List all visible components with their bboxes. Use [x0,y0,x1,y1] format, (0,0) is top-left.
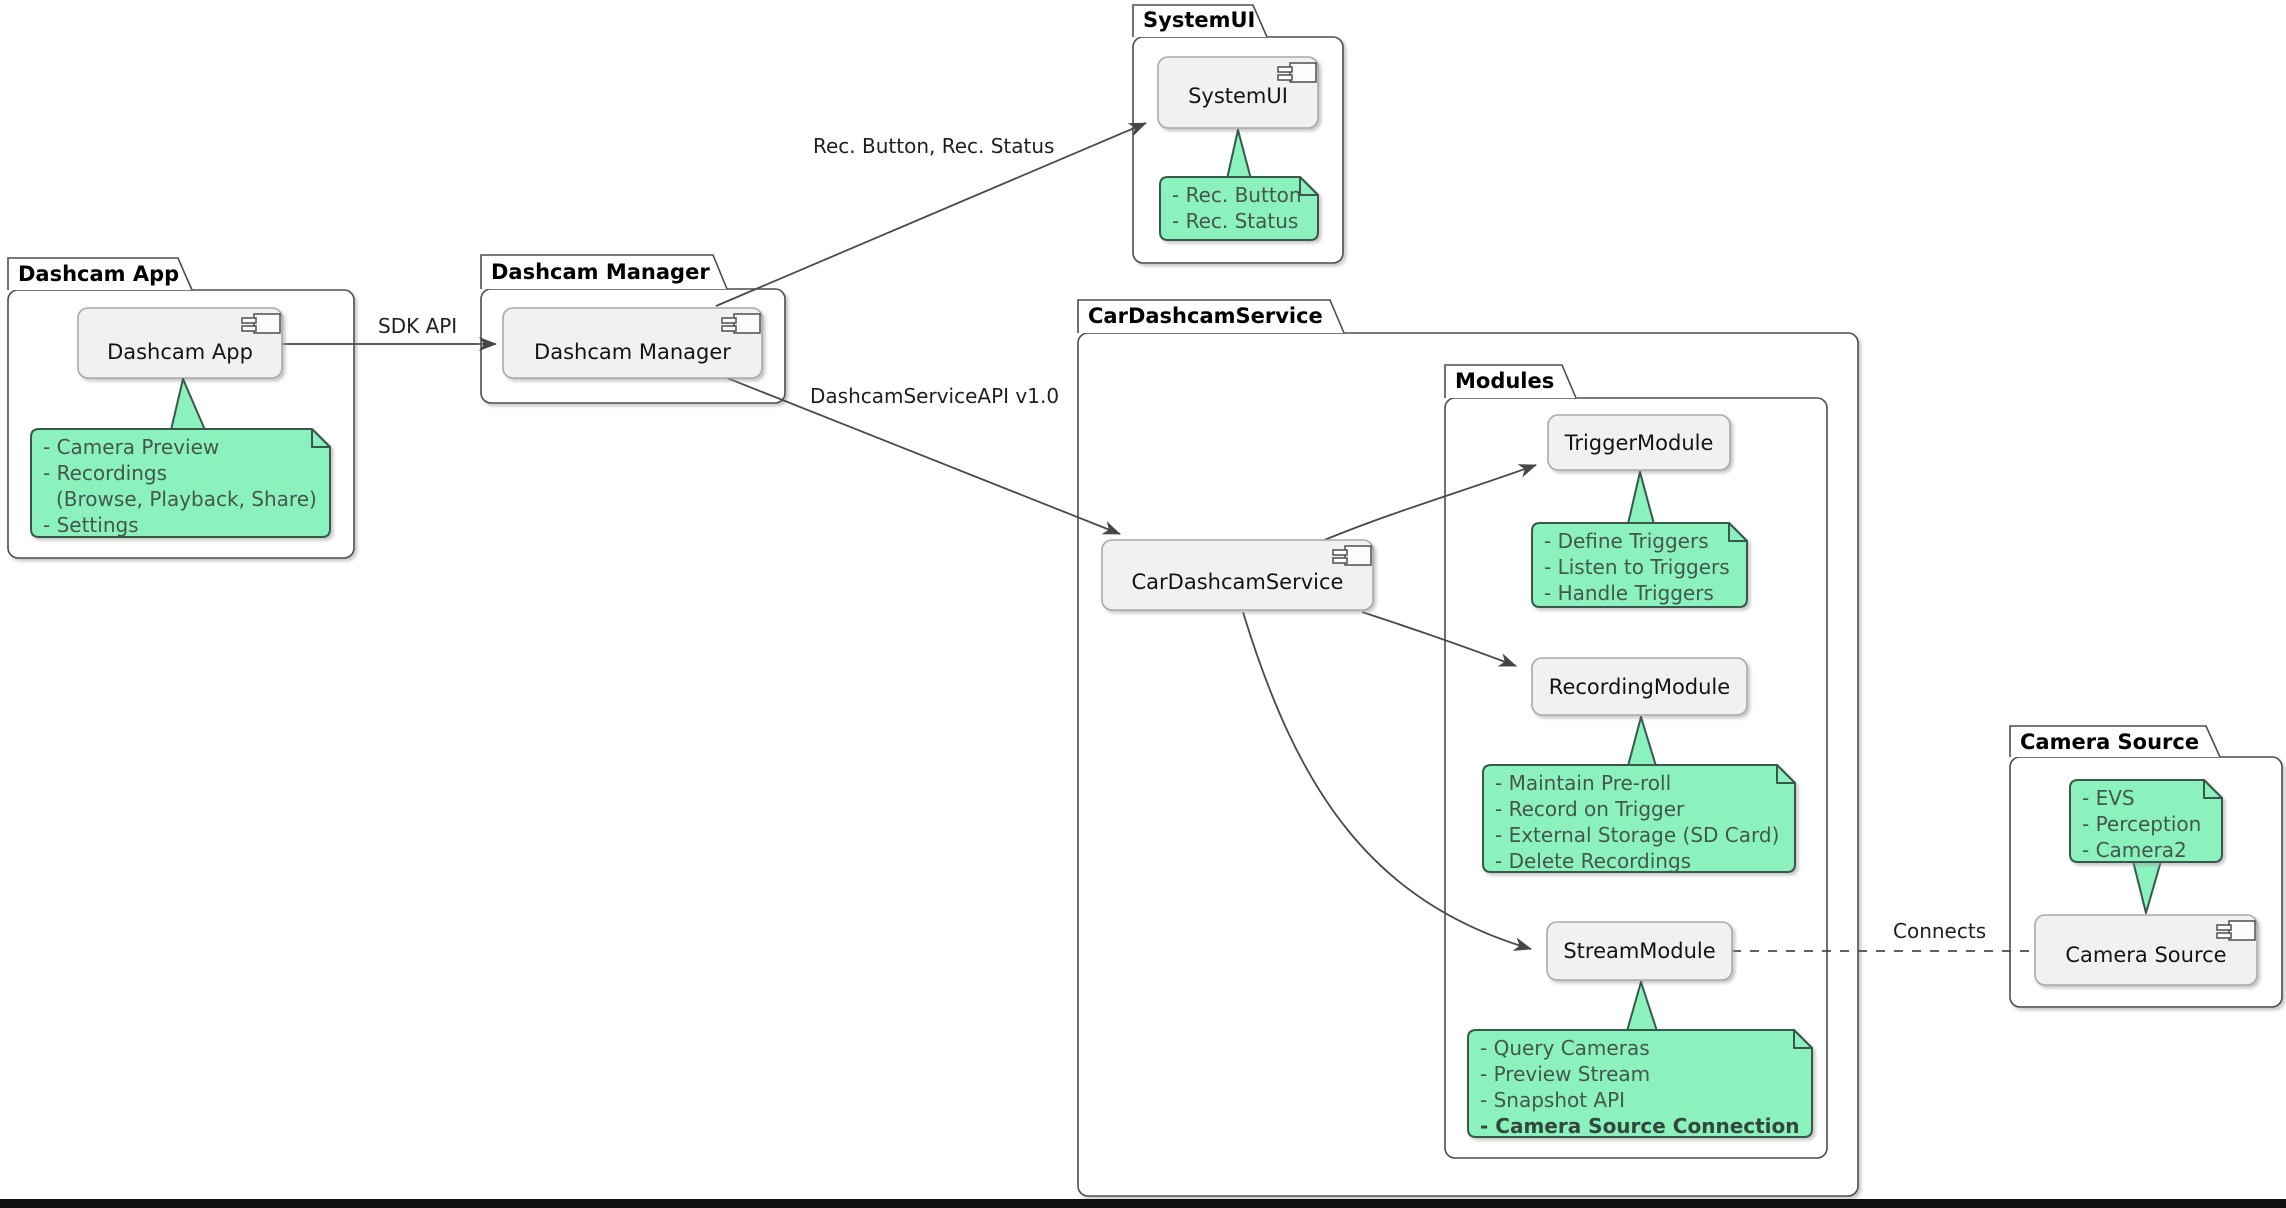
component-label-camera-source: Camera Source [2065,943,2227,967]
bottom-black-bar [0,1199,2286,1208]
package-tab-camera-source [2009,725,2221,758]
note-text-triggermodule: - Define Triggers - Listen to Triggers -… [1544,528,1730,606]
component-streammodule [1546,921,1733,981]
note-tail-dashcam-app [170,378,206,431]
note-line: - Record on Trigger [1495,797,1685,821]
component-label-systemui: SystemUI [1188,84,1288,108]
component-cardashcamservice [1101,539,1374,611]
package-title-modules: Modules [1455,369,1555,393]
component-camera-source [2034,914,2258,986]
package-title-camera-source: Camera Source [2020,730,2200,754]
package-title-cardashcamservice: CarDashcamService [1088,304,1323,328]
note-line: - EVS [2082,786,2135,810]
note-line: - Define Triggers [1544,529,1709,553]
package-tab-systemui [1132,4,1268,38]
note-text-recordingmodule: - Maintain Pre-roll - Record on Trigger … [1495,770,1779,874]
package-tab-dashcam-app [7,257,193,291]
edge-service-to-triggermodule [1321,464,1537,542]
note-line: - External Storage (SD Card) [1495,823,1780,847]
note-line: - Query Cameras [1480,1036,1650,1060]
note-text-dashcam-app: - Camera Preview - Recordings (Browse, P… [43,434,317,538]
component-icon [2216,920,2256,941]
note-line: - Perception [2082,812,2202,836]
package-title-dashcam-app: Dashcam App [18,262,180,286]
note-line: (Browse, Playback, Share) [56,487,317,511]
package-tab-dashcam-manager [480,254,728,290]
note-fold-icon [1299,176,1319,196]
note-text-camera-source: - EVS - Perception - Camera2 [2082,785,2201,863]
edge-rec-button-status [715,122,1147,307]
component-label-cardashcamservice: CarDashcamService [1131,570,1344,594]
component-recordingmodule [1531,657,1748,716]
note-line: - Camera2 [2082,838,2187,862]
note-line: - Camera Preview [43,435,220,459]
note-text-streammodule: - Query Cameras - Preview Stream - Snaps… [1480,1035,1800,1139]
note-triggermodule [1531,522,1748,608]
note-tail-streammodule [1626,981,1658,1032]
note-line: - Delete Recordings [1495,849,1692,873]
note-recordingmodule [1482,764,1796,873]
note-fold-icon [311,428,331,448]
note-fold-icon [1793,1029,1813,1049]
note-tail-recordingmodule [1627,716,1657,767]
edge-dashcam-service-api [726,377,1121,535]
note-line: - Rec. Status [1172,209,1299,233]
edge-service-to-streammodule [1242,611,1532,951]
edge-label-connects: Connects [1893,919,1987,943]
note-streammodule [1467,1029,1813,1138]
package-tab-cardashcamservice [1077,299,1345,334]
component-label-dashcam-app: Dashcam App [107,340,253,364]
note-tail-triggermodule [1627,471,1655,525]
edge-label-sdk-api: SDK API [378,314,458,338]
package-title-systemui: SystemUI [1143,8,1256,32]
note-line: - Preview Stream [1480,1062,1651,1086]
component-label-streammodule: StreamModule [1563,939,1716,963]
note-fold-icon [1728,522,1748,542]
component-label-recordingmodule: RecordingModule [1548,675,1731,699]
note-tail-camera-source [2132,860,2162,914]
note-line: - Recordings [43,461,168,485]
note-line: - Maintain Pre-roll [1495,771,1672,795]
note-tail-systemui [1226,129,1252,180]
note-line: - Listen to Triggers [1544,555,1730,579]
note-line: - Rec. Button [1172,183,1302,207]
note-line: - Settings [43,513,139,537]
component-triggermodule [1547,414,1731,471]
note-text-systemui: - Rec. Button - Rec. Status [1172,182,1302,234]
note-line: - Camera Source Connection [1480,1114,1800,1138]
component-label-triggermodule: TriggerModule [1564,431,1714,455]
package-tab-modules [1444,364,1577,399]
component-icon [241,313,281,334]
component-dashcam-manager [502,307,763,379]
edge-label-rec-button-status: Rec. Button, Rec. Status [813,134,1055,158]
edge-service-to-recordingmodule [1361,611,1517,667]
component-icon [721,313,761,334]
component-icon [1277,62,1317,83]
component-label-dashcam-manager: Dashcam Manager [534,340,731,364]
note-systemui [1159,176,1319,241]
package-title-dashcam-manager: Dashcam Manager [491,260,710,284]
edge-label-dashcam-service-api: DashcamServiceAPI v1.0 [810,384,1060,408]
note-line: - Handle Triggers [1544,581,1714,605]
note-camera-source [2069,779,2223,863]
note-fold-icon [2203,779,2223,799]
note-dashcam-app [30,428,331,538]
component-dashcam-app [77,307,283,379]
note-line: - Snapshot API [1480,1088,1626,1112]
note-fold-icon [1776,764,1796,784]
component-icon [1332,545,1372,566]
